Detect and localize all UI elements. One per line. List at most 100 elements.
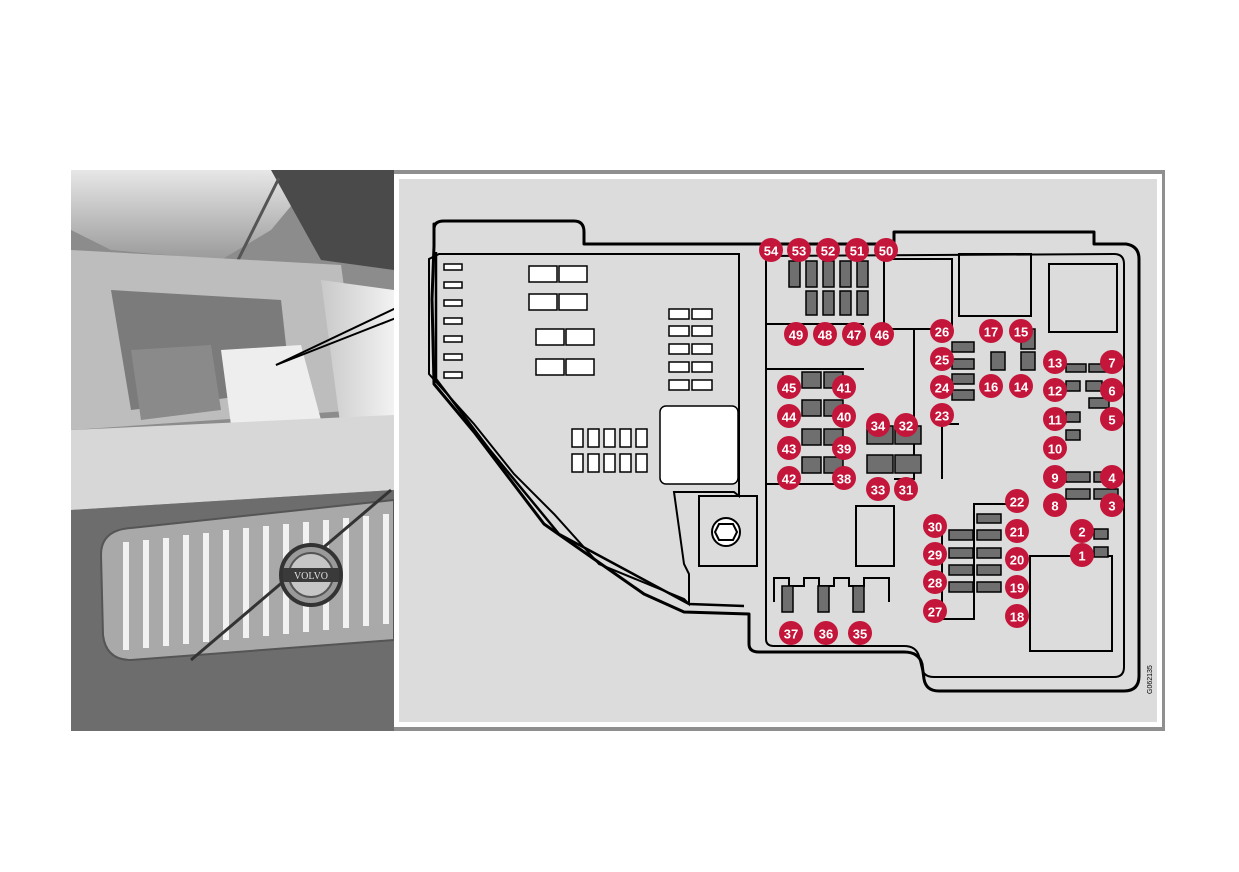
- left-slot-column: [443, 263, 463, 379]
- fuse-marker-circle: [1100, 407, 1124, 431]
- fuse-marker-45: 45: [777, 375, 801, 399]
- fuse-marker-1: 1: [1070, 543, 1094, 567]
- fuse-marker-circle: [1005, 575, 1029, 599]
- fuse-marker-label: 54: [764, 244, 779, 259]
- fuse-marker-54: 54: [759, 238, 783, 262]
- fuse-marker-circle: [1043, 378, 1067, 402]
- fuse-marker-label: 11: [1048, 413, 1062, 428]
- fuse-marker-label: 18: [1010, 610, 1024, 625]
- fuse-marker-19: 19: [1005, 575, 1029, 599]
- engine-bay-illustration: VOLVO: [71, 170, 394, 731]
- fuse-marker-label: 19: [1010, 581, 1024, 596]
- fuse-marker-circle: [923, 514, 947, 538]
- fuse-marker-2: 2: [1070, 519, 1094, 543]
- fuse-marker-circle: [979, 319, 1003, 343]
- volvo-emblem: VOLVO: [279, 543, 343, 607]
- fuse-marker-17: 17: [979, 319, 1003, 343]
- left-fuse-panel: [428, 253, 740, 607]
- fuse-marker-label: 32: [899, 419, 913, 434]
- fuse-marker-label: 4: [1108, 471, 1116, 486]
- fuse-marker-circle: [832, 375, 856, 399]
- fuse-marker-label: 24: [935, 381, 950, 396]
- fuse-marker-circle: [1009, 319, 1033, 343]
- fuse-marker-circle: [930, 375, 954, 399]
- fuse-marker-label: 28: [928, 576, 942, 591]
- left-right-slot-grid: [668, 308, 713, 391]
- fuse-marker-42: 42: [777, 466, 801, 490]
- fuse-marker-label: 9: [1051, 471, 1058, 486]
- fuse-marker-12: 12: [1043, 378, 1067, 402]
- fuse-marker-label: 15: [1014, 325, 1028, 340]
- fuse-marker-3: 3: [1100, 493, 1124, 517]
- fuse-marker-49: 49: [784, 322, 808, 346]
- fuse-marker-circle: [1043, 493, 1067, 517]
- fuse-marker-circle: [923, 570, 947, 594]
- fuse-marker-label: 40: [837, 410, 851, 425]
- fuse-marker-11: 11: [1043, 407, 1067, 431]
- fuse-marker-53: 53: [787, 238, 811, 262]
- fuse-marker-44: 44: [777, 404, 801, 428]
- fuse-marker-28: 28: [923, 570, 947, 594]
- fuse-marker-circle: [1100, 465, 1124, 489]
- fuse-marker-label: 5: [1108, 413, 1115, 428]
- fuse-marker-label: 27: [928, 605, 942, 620]
- engine-bay-photo: VOLVO: [71, 170, 394, 731]
- fuse-marker-label: 48: [818, 328, 832, 343]
- fuse-marker-32: 32: [894, 413, 918, 437]
- fuse-marker-circle: [923, 542, 947, 566]
- fuse-marker-label: 39: [837, 442, 851, 457]
- fuse-marker-circle: [874, 238, 898, 262]
- fuse-marker-39: 39: [832, 436, 856, 460]
- fuse-marker-label: 1: [1078, 549, 1085, 564]
- fuse-marker-48: 48: [813, 322, 837, 346]
- fuse-marker-22: 22: [1005, 489, 1029, 513]
- fuse-box-diagram: 1234567891011121314151617181920212223242…: [399, 179, 1157, 722]
- fuse-marker-circle: [866, 413, 890, 437]
- fuse-marker-circle: [1005, 489, 1029, 513]
- fuse-marker-circle: [759, 238, 783, 262]
- fuse-marker-label: 29: [928, 548, 942, 563]
- fuse-marker-30: 30: [923, 514, 947, 538]
- fuse-marker-51: 51: [845, 238, 869, 262]
- fuse-marker-37: 37: [779, 621, 803, 645]
- fuse-marker-circle: [1100, 350, 1124, 374]
- fuse-marker-15: 15: [1009, 319, 1033, 343]
- fuse-marker-label: 3: [1108, 499, 1115, 514]
- fuse-marker-43: 43: [777, 436, 801, 460]
- fuse-marker-label: 25: [935, 353, 949, 368]
- fuse-marker-label: 49: [789, 328, 803, 343]
- fuse-marker-21: 21: [1005, 519, 1029, 543]
- fuse-marker-circle: [930, 319, 954, 343]
- fuse-marker-4: 4: [1100, 465, 1124, 489]
- fuse-marker-18: 18: [1005, 604, 1029, 628]
- fuse-marker-circle: [784, 322, 808, 346]
- fuse-marker-circle: [979, 374, 1003, 398]
- fuse-marker-label: 12: [1048, 384, 1062, 399]
- fuse-marker-circle: [842, 322, 866, 346]
- fuse-marker-circle: [787, 238, 811, 262]
- fuse-marker-10: 10: [1043, 436, 1067, 460]
- fuse-marker-50: 50: [874, 238, 898, 262]
- fuse-marker-circle: [848, 621, 872, 645]
- fuse-marker-24: 24: [930, 375, 954, 399]
- fuse-marker-14: 14: [1009, 374, 1033, 398]
- hex-bolt-icon: [698, 495, 758, 567]
- fuse-marker-label: 45: [782, 381, 796, 396]
- fuse-marker-label: 20: [1010, 553, 1024, 568]
- fuse-marker-circle: [930, 347, 954, 371]
- fuse-marker-label: 50: [879, 244, 893, 259]
- fuse-marker-circle: [894, 413, 918, 437]
- fuse-marker-circle: [1070, 519, 1094, 543]
- fuse-marker-circle: [930, 403, 954, 427]
- fuse-marker-label: 47: [847, 328, 861, 343]
- fuse-marker-26: 26: [930, 319, 954, 343]
- fuse-marker-31: 31: [894, 477, 918, 501]
- fuse-marker-circle: [816, 238, 840, 262]
- fuse-marker-circle: [1043, 436, 1067, 460]
- fuse-marker-label: 41: [837, 381, 851, 396]
- fuse-marker-circle: [813, 322, 837, 346]
- fuse-marker-9: 9: [1043, 465, 1067, 489]
- fuse-marker-label: 31: [899, 483, 913, 498]
- fuse-box-outline: [430, 219, 1141, 693]
